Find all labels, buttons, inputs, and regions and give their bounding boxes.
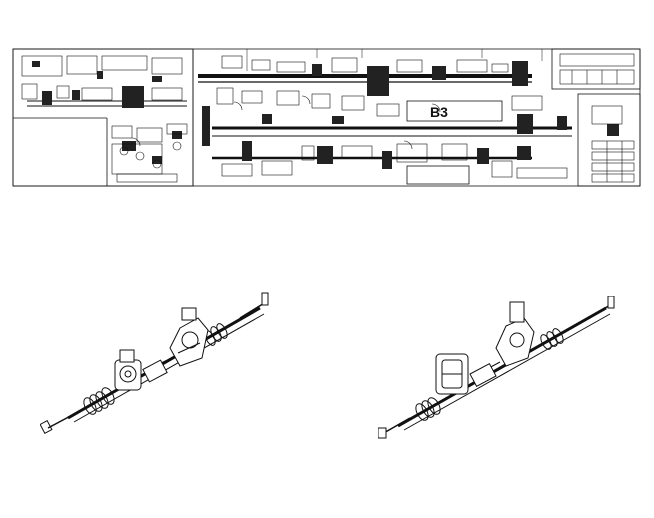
pinion-housing bbox=[469, 301, 535, 388]
tie-rod-end-left bbox=[40, 420, 53, 434]
zone-label-b3: B3 bbox=[430, 104, 448, 120]
motor-unit bbox=[435, 353, 469, 395]
rack-assembly-left bbox=[40, 292, 269, 434]
plan-top-right-room bbox=[551, 48, 641, 90]
rack-assembly-right bbox=[378, 296, 615, 439]
bellows-left bbox=[415, 397, 441, 421]
tie-rod-end-left bbox=[378, 427, 387, 439]
plan-b3-area bbox=[406, 100, 503, 122]
tie-rod-left bbox=[47, 411, 79, 429]
bellows-right bbox=[540, 328, 564, 350]
tie-rod-left bbox=[381, 417, 411, 435]
tie-rod-end-right bbox=[607, 296, 615, 309]
tie-rod-end-right bbox=[261, 292, 269, 306]
factory-floor-plan: B3 bbox=[12, 48, 641, 187]
plan-left-hall bbox=[12, 48, 194, 187]
pinion-housing bbox=[114, 349, 142, 391]
bellows-left bbox=[83, 387, 115, 415]
motor-unit bbox=[142, 307, 209, 383]
plan-right-room bbox=[577, 93, 641, 187]
